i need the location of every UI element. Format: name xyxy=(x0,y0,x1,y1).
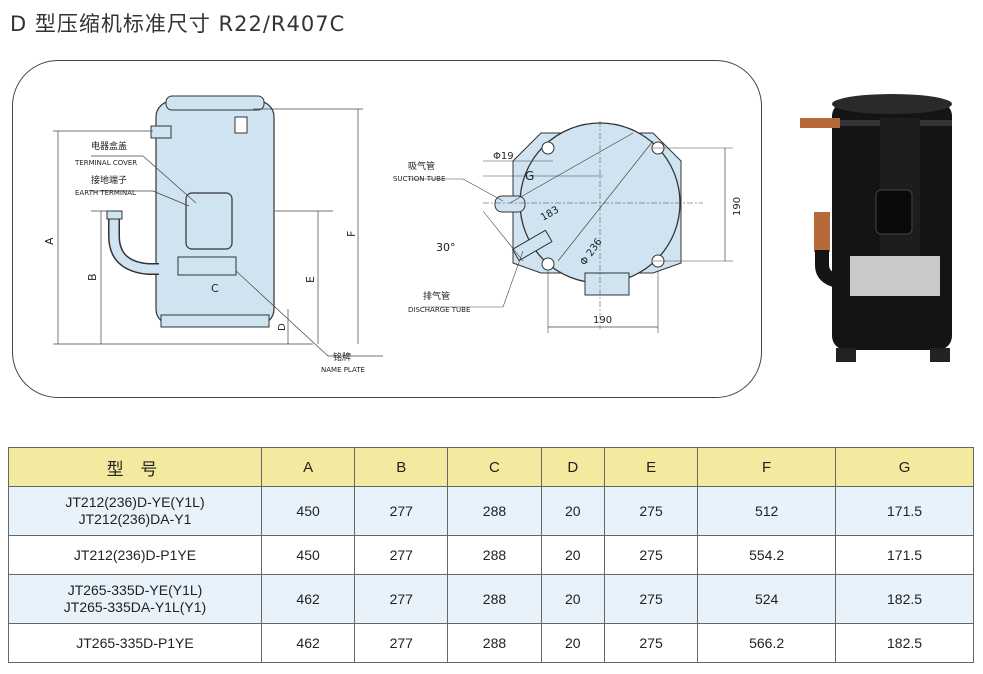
value-b: 277 xyxy=(354,574,449,624)
header-b: B xyxy=(354,447,449,487)
name-plate-cn-label: 铭牌 xyxy=(333,351,351,363)
value-d: 20 xyxy=(540,623,605,663)
table-row: JT212(236)D-P1YE 450 277 288 20 275 554.… xyxy=(8,535,974,575)
dim-phi19-label: Φ19 xyxy=(493,151,514,162)
value-f: 524 xyxy=(697,574,837,624)
model-cell: JT212(236)D-YE(Y1L) JT212(236)DA-Y1 xyxy=(8,486,262,536)
table-row: JT212(236)D-YE(Y1L) JT212(236)DA-Y1 450 … xyxy=(8,486,974,536)
value-b: 277 xyxy=(354,535,449,575)
value-e: 275 xyxy=(603,574,699,624)
value-c: 288 xyxy=(447,574,542,624)
discharge-tube-cn-label: 排气管 xyxy=(423,290,450,302)
value-a: 462 xyxy=(260,623,356,663)
value-a: 462 xyxy=(260,574,356,624)
top-view xyxy=(408,121,733,333)
dim-190-horizontal-label: 190 xyxy=(593,315,612,326)
value-c: 288 xyxy=(447,486,542,536)
value-d: 20 xyxy=(540,535,605,575)
model-line: JT265-335D-YE(Y1L) xyxy=(67,582,203,598)
header-g: G xyxy=(835,447,974,487)
value-f: 554.2 xyxy=(697,535,837,575)
dim-190-vertical-label: 190 xyxy=(732,197,743,216)
header-f: F xyxy=(697,447,837,487)
value-b: 277 xyxy=(354,623,449,663)
value-c: 288 xyxy=(447,623,542,663)
header-a: A xyxy=(260,447,356,487)
header-e: E xyxy=(603,447,699,487)
model-line: JT212(236)D-P1YE xyxy=(73,546,197,563)
dim-d-label: D xyxy=(277,323,288,331)
dim-g-label: G xyxy=(525,169,534,183)
value-f: 566.2 xyxy=(697,623,837,663)
value-g: 182.5 xyxy=(835,574,974,624)
earth-terminal-en-label: EARTH TERMINAL xyxy=(75,189,136,197)
spec-table: 型 号 A B C D E F G JT212(236)D-YE(Y1L) JT… xyxy=(8,447,974,663)
dim-b-label: B xyxy=(86,273,99,281)
value-f: 512 xyxy=(697,486,837,536)
discharge-tube-en-label: DISCHARGE TUBE xyxy=(408,306,470,314)
value-g: 171.5 xyxy=(835,535,974,575)
dim-e-label: E xyxy=(304,276,317,283)
model-cell: JT265-335D-P1YE xyxy=(8,623,262,663)
page-title: D 型压缩机标准尺寸 R22/R407C xyxy=(10,12,346,36)
table-row: JT265-335D-P1YE 462 277 288 20 275 566.2… xyxy=(8,623,974,663)
terminal-cover-cn-label: 电器盒盖 xyxy=(91,140,127,152)
value-d: 20 xyxy=(540,574,605,624)
value-e: 275 xyxy=(603,535,699,575)
header-d: D xyxy=(540,447,605,487)
model-cell: JT212(236)D-P1YE xyxy=(8,535,262,575)
name-plate-en-label: NAME PLATE xyxy=(321,366,365,374)
side-view xyxy=(53,95,383,357)
value-d: 20 xyxy=(540,486,605,536)
suction-tube-en-label: SUCTION TUBE xyxy=(393,175,445,183)
value-b: 277 xyxy=(354,486,449,536)
table-row: JT265-335D-YE(Y1L) JT265-335DA-Y1L(Y1) 4… xyxy=(8,574,974,624)
model-line: JT265-335D-P1YE xyxy=(76,634,194,651)
value-a: 450 xyxy=(260,486,356,536)
model-line: JT265-335DA-Y1L(Y1) xyxy=(63,599,207,615)
header-model: 型 号 xyxy=(8,447,262,487)
dim-f-label: F xyxy=(345,231,358,237)
model-cell: JT265-335D-YE(Y1L) JT265-335DA-Y1L(Y1) xyxy=(8,574,262,624)
table-header-row: 型 号 A B C D E F G xyxy=(8,447,974,487)
value-e: 275 xyxy=(603,486,699,536)
dim-c-label: C xyxy=(211,282,219,295)
compressor-photo xyxy=(790,90,970,370)
dimension-drawing: 电器盒盖 TERMINAL COVER 接地端子 EARTH TERMINAL … xyxy=(12,60,762,398)
dim-a-label: A xyxy=(43,237,56,245)
header-c: C xyxy=(447,447,542,487)
terminal-cover-en-label: TERMINAL COVER xyxy=(74,159,137,167)
model-line: JT212(236)DA-Y1 xyxy=(78,511,192,527)
model-line: JT212(236)D-YE(Y1L) xyxy=(65,494,205,510)
value-g: 182.5 xyxy=(835,623,974,663)
value-g: 171.5 xyxy=(835,486,974,536)
value-e: 275 xyxy=(603,623,699,663)
angle-30-label: 30° xyxy=(436,241,456,254)
suction-tube-cn-label: 吸气管 xyxy=(408,160,435,172)
value-c: 288 xyxy=(447,535,542,575)
value-a: 450 xyxy=(260,535,356,575)
earth-terminal-cn-label: 接地端子 xyxy=(91,174,127,186)
